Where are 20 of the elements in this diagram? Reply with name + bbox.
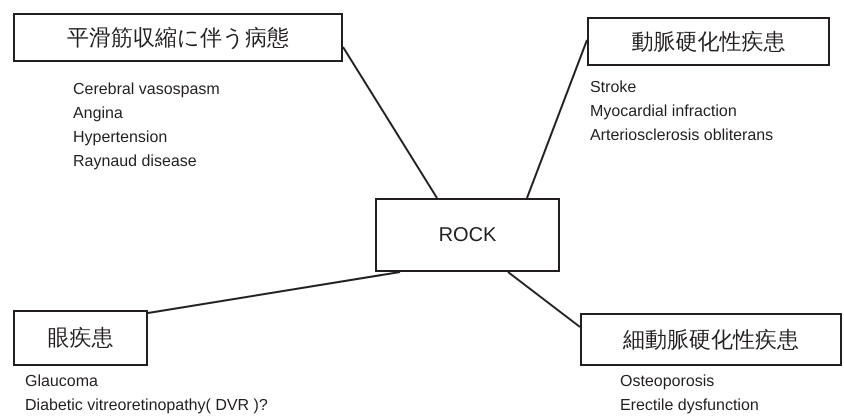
label-box: 細動脈硬化性疾患	[580, 313, 842, 366]
connector-line	[507, 271, 581, 328]
connector-line	[526, 40, 588, 198]
connector-line	[148, 271, 400, 314]
disease-name: Myocardial infraction	[590, 102, 737, 122]
label-box: 眼疾患	[13, 310, 148, 366]
disease-name: Raynaud disease	[73, 152, 197, 172]
disease-name: Erectile dysfunction	[620, 396, 759, 416]
disease-name: Diabetic vitreoretinopathy( DVR )?	[25, 396, 268, 416]
disease-name: Hypertension	[73, 128, 168, 148]
disease-name: Stroke	[590, 78, 636, 98]
label-box: 動脈硬化性疾患	[587, 17, 830, 66]
connector-line	[342, 46, 438, 199]
disease-name: Glaucoma	[25, 372, 98, 392]
disease-name: Angina	[73, 104, 123, 124]
label-box: ROCK	[375, 198, 560, 272]
disease-name: Arteriosclerosis obliterans	[590, 126, 774, 146]
label-box: 平滑筋収縮に伴う病態	[13, 13, 343, 62]
disease-name: Osteoporosis	[620, 372, 714, 392]
disease-name: Cerebral vasospasm	[73, 80, 220, 100]
